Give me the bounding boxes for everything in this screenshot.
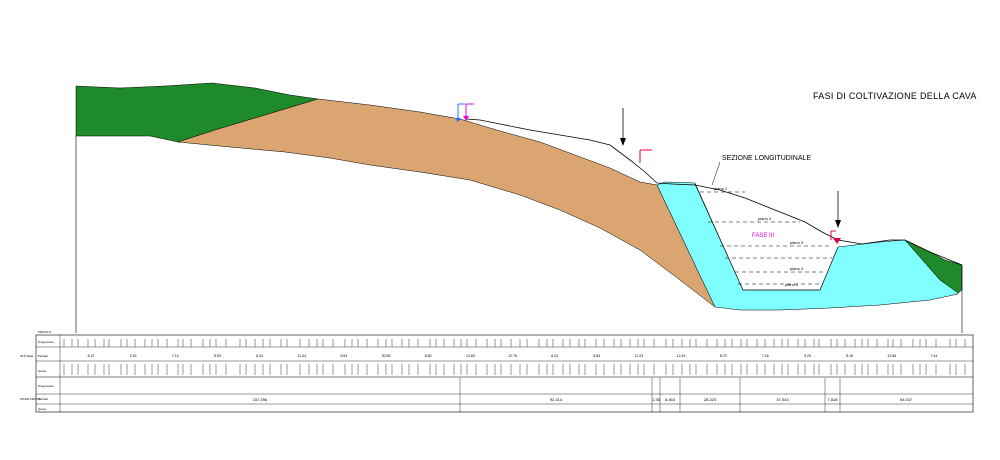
partial-distance: 30.58 xyxy=(382,354,391,358)
partial-distance: 8.84 xyxy=(341,354,348,358)
segment-distance: 28.323 xyxy=(704,397,717,402)
profile-data-table: 6.47 9.52 7.12 8.53 8.44 11.34 8.84 30.58 8.50 14… xyxy=(35,334,974,413)
segment-distance: 37.043 xyxy=(776,397,789,402)
drawing-title: FASI DI COLTIVAZIONE DELLA CAVA xyxy=(813,91,977,101)
partial-distance: 8.53 xyxy=(214,354,221,358)
partial-distance: 7.44 xyxy=(931,354,938,358)
station-ticks xyxy=(63,339,966,375)
survey-marker-icon xyxy=(463,103,474,121)
partial-distance: 12.56 xyxy=(887,354,896,358)
segment-distance: 157.396 xyxy=(253,397,268,402)
partial-distance: 14.83 xyxy=(466,354,475,358)
partial-distance: 11.34 xyxy=(298,354,307,358)
row-label: Quote xyxy=(38,407,47,411)
partial-distance: 8.50 xyxy=(425,354,432,358)
partial-distance: 8.16 xyxy=(846,354,853,358)
partial-distance: 6.47 xyxy=(88,354,95,358)
excavation-area xyxy=(177,98,716,308)
survey-marker-icon xyxy=(639,149,652,163)
bench-label: piano 2 xyxy=(758,216,772,221)
arrow-down-icon xyxy=(835,191,841,228)
partial-distance: 8.24 xyxy=(551,354,558,358)
segment-distance: 7.818 xyxy=(827,397,838,402)
partial-distance: 8.70 xyxy=(720,354,727,358)
survey-marker-icon xyxy=(455,103,465,122)
row-label: Parziali xyxy=(38,397,48,401)
segment-distance: 1.35 xyxy=(652,397,661,402)
segment-distance: 54.037 xyxy=(900,397,913,402)
partials-row: 6.47 9.52 7.12 8.53 8.44 11.34 8.84 30.58 8.50 14… xyxy=(88,354,938,358)
partial-distance: 8.44 xyxy=(256,354,263,358)
survey-marker-icon xyxy=(830,230,841,244)
bench-label: piano 1 xyxy=(714,186,728,191)
partial-distance: 12.76 xyxy=(508,354,517,358)
arrow-down-icon xyxy=(620,108,626,146)
section-label: SEZIONE LONGITUDINALE xyxy=(722,155,811,162)
row-label: ATTUALE xyxy=(20,354,33,358)
row-label: Quote xyxy=(38,369,47,373)
phase-label: FASE III xyxy=(752,233,774,239)
intervento-row: 157.396 92.314 1.35 8.463 28.323 37.043 7.818 5… xyxy=(253,378,913,412)
excavation-boundary xyxy=(694,183,839,291)
partial-distance: 8.84 xyxy=(593,354,600,358)
partial-distance: 7.16 xyxy=(762,354,769,358)
original-ground-profile xyxy=(465,118,963,266)
bench-label: piano 4 xyxy=(790,266,804,271)
bench-label: piano 5 xyxy=(785,282,799,287)
partial-distance: 9.20 xyxy=(804,354,811,358)
partial-distance: 7.12 xyxy=(172,354,179,358)
row-label: INTER-VENTO xyxy=(20,397,41,401)
section-leader-line xyxy=(711,161,721,186)
partial-distance: 12.49 xyxy=(677,354,686,358)
row-label: Parziali xyxy=(38,354,48,358)
segment-distance: 92.314 xyxy=(550,397,563,402)
segment-distance: 8.463 xyxy=(665,397,676,402)
bench-lines xyxy=(700,191,832,285)
row-label: Progressive xyxy=(38,340,54,344)
partial-distance: 9.52 xyxy=(130,354,137,358)
bench-label: piano 3 xyxy=(790,240,804,245)
partial-distance: 11.03 xyxy=(635,354,644,358)
row-label: Progressive xyxy=(38,384,54,388)
table-corner-label: PROFILO xyxy=(38,330,52,334)
